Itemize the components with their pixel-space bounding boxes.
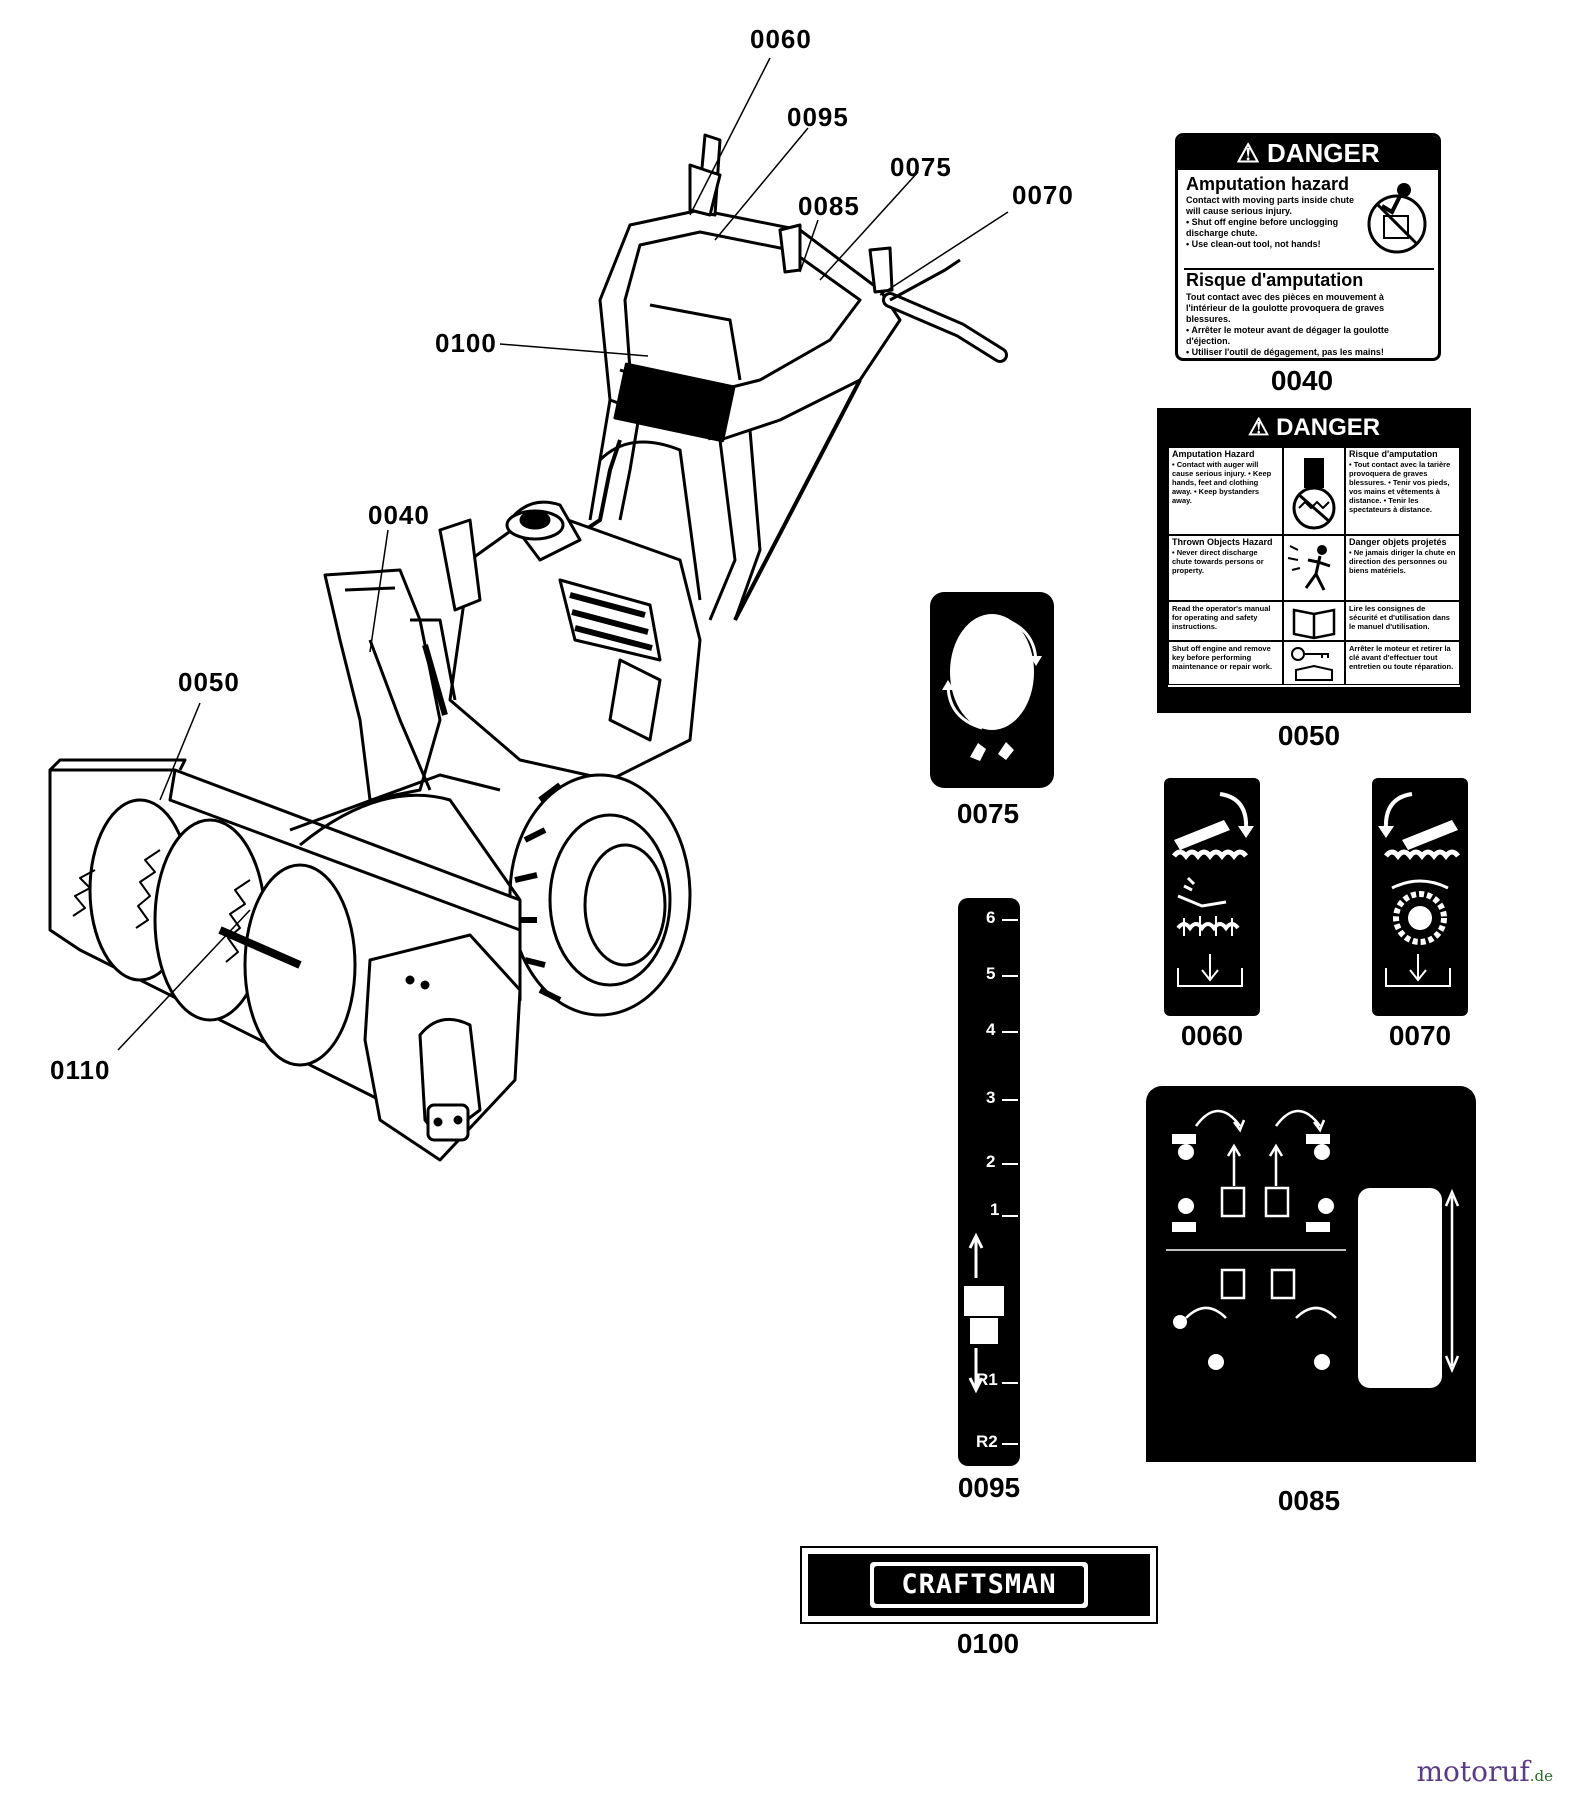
auger-hazard-icon [1283,447,1345,535]
callout-0070: 0070 [1012,180,1074,210]
dash-vent [613,362,736,443]
decal-label-0060: 0060 [1180,1020,1244,1051]
callout-0060: 0060 [750,24,812,54]
decal-label-0095: 0095 [957,1472,1021,1503]
thrown-objects-icon [1283,535,1345,601]
chute-rotation-icon [942,614,1042,761]
decal-0040-text-fr: Tout contact avec des pièces en mouvemen… [1186,292,1389,357]
amputation-hazard-fr: Risque d'amputation• Tout contact avec l… [1345,447,1460,535]
craftsman-logo: CRAFTSMAN [901,1569,1057,1600]
decal-0085 [1146,1086,1476,1462]
decal-0040-text-en-3: • Use clean-out tool, not hands! [1186,239,1321,249]
decal-0040: ⚠ DANGER Amputation hazard Contact with … [1175,133,1441,361]
speed-1: 1 [990,1200,1000,1219]
speed-r1: R1 [976,1370,998,1389]
decal-0075 [930,592,1054,788]
warning-triangle-icon: ⚠ [1247,414,1277,441]
key-wrench-icon [1283,641,1345,685]
speed-6: 6 [986,908,996,927]
danger-header: ⚠ DANGER [1247,414,1381,441]
thrown-objects-en: Thrown Objects Hazard• Never direct disc… [1168,535,1283,601]
speed-ticks [964,919,1018,1445]
decal-0095: 6 5 4 3 2 1 R1 R2 [958,898,1020,1466]
callout-0040: 0040 [368,500,430,530]
callout-0075: 0075 [890,152,952,182]
decal-0100: CRAFTSMAN [800,1546,1158,1624]
read-manual-fr: Lire les consignes de sécurité et d'util… [1345,601,1460,641]
callout-0095: 0095 [787,102,849,132]
decal-label-0100: 0100 [956,1628,1020,1659]
decal-0040-text-en-2: • Shut off engine before unclogging disc… [1186,217,1339,238]
shut-off-engine-en: Shut off engine and remove key before pe… [1168,641,1283,685]
speed-2: 2 [986,1152,996,1171]
decal-0040-title-en: Amputation hazard [1186,174,1350,194]
danger-header: ⚠ DANGER [1178,136,1438,170]
callout-0050: 0050 [178,667,240,697]
callout-0100: 0100 [435,328,497,358]
engine-block [448,508,702,782]
decal-label-0075: 0075 [956,798,1020,829]
read-manual-en: Read the operator's manual for operating… [1168,601,1283,641]
amputation-hazard-en: Amputation Hazard• Contact with auger wi… [1168,447,1283,535]
decal-0040-title-fr: Risque d'amputation [1186,270,1364,290]
dash-panel-icons [1166,1109,1460,1388]
decal-0050: ⚠ DANGER Amputation Hazard• Contact with… [1157,408,1471,713]
discharge-chute [323,568,442,802]
speed-3: 3 [986,1088,996,1107]
thrown-objects-fr: Danger objets projetés• Ne jamais dirige… [1345,535,1460,601]
decal-label-0070: 0070 [1388,1020,1452,1051]
speed-4: 4 [986,1020,996,1039]
book-icon [1283,601,1345,641]
auger-engage-icon [1172,792,1254,987]
watermark: motoruf.de [1416,1755,1553,1788]
decal-0050-grid: Amputation Hazard• Contact with auger wi… [1168,447,1460,687]
decal-0060 [1164,778,1260,1016]
divider [1184,268,1434,270]
decal-label-0050: 0050 [1277,720,1341,751]
decal-label-0085: 0085 [1277,1485,1341,1516]
drive-engage-icon [1378,792,1460,987]
decal-0040-text-en-1: Contact with moving parts inside chute w… [1186,195,1355,216]
decal-0070 [1372,778,1468,1016]
warning-triangle-icon: ⚠ [1236,138,1267,168]
speed-r2: R2 [976,1432,998,1451]
decal-label-0040: 0040 [1270,365,1334,396]
callout-0110: 0110 [50,1055,111,1085]
hand-in-chute-icon [1367,183,1427,254]
speed-5: 5 [986,964,996,983]
shut-off-engine-fr: Arrêter le moteur et retirer la clé avan… [1345,641,1460,685]
callout-0085: 0085 [798,191,860,221]
